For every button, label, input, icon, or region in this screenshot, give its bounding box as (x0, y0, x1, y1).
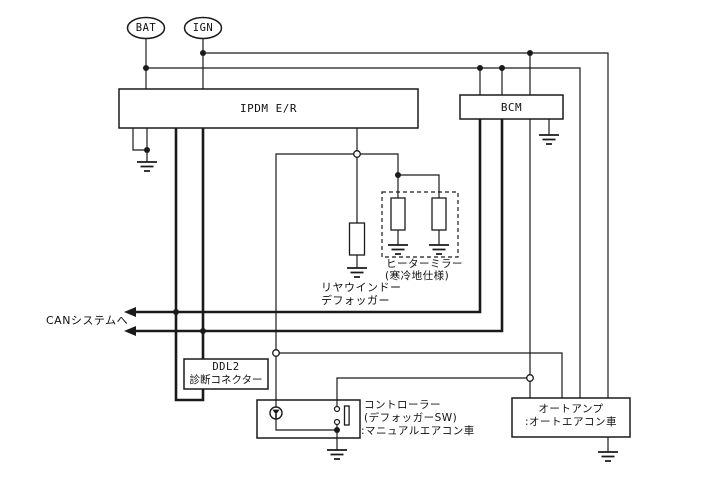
ddl2-sublabel: 診断コネクター (189, 374, 263, 386)
wire-can-arrow-1 (130, 119, 482, 314)
controller-label-2: (デフォッガーSW) (364, 412, 458, 424)
wire-heater-mirror-grounds (397, 230, 440, 245)
can-arrowhead (124, 326, 136, 336)
junction-dot (200, 50, 206, 56)
ddl2-label: DDL2 (212, 361, 240, 373)
heater-mirror-element-right (431, 197, 447, 231)
can-system-label: CANシステムへ (46, 314, 129, 327)
ground-symbol (327, 449, 347, 460)
heater-mirror-dashed-outline (381, 191, 459, 258)
can-arrowhead (124, 307, 136, 317)
can-bus-wires (130, 119, 504, 402)
wire-defogger-branch (275, 153, 399, 353)
junction-dot (144, 147, 150, 153)
indicator-lamp-icon (269, 406, 283, 420)
junction-dot (200, 328, 206, 334)
can-arrowheads (124, 307, 136, 336)
bcm-box (459, 94, 564, 120)
wire-ipdm-ground (132, 128, 148, 162)
ddl2-box (183, 358, 269, 390)
heater-mirror-label-1: ヒーターミラー (386, 258, 463, 270)
wire-can-arrow-2 (130, 119, 504, 333)
junction-dot (143, 65, 149, 71)
junction-dot (334, 427, 340, 433)
connector-circle (526, 374, 534, 382)
switch-contact-top (333, 405, 341, 413)
ipdm-er-label: IPDM E/R (240, 102, 297, 115)
heater-mirror-element-left (390, 197, 406, 231)
connector-circles (272, 150, 534, 382)
ground-symbol (598, 451, 618, 462)
bcm-label: BCM (500, 101, 523, 114)
rear-defogger-label-2: デフォッガー (321, 294, 390, 307)
wire-bat-feed (146, 67, 581, 398)
rear-defogger-element (348, 222, 366, 256)
wire-switch-to-autoamp (336, 377, 530, 400)
junction-dot (477, 65, 483, 71)
switch-contact-bottom (333, 418, 341, 426)
bat-oval (126, 16, 166, 40)
ign-oval (183, 16, 223, 40)
ground-symbol (429, 244, 449, 255)
junction-dot (395, 172, 401, 178)
ground-symbol (137, 161, 157, 172)
connector-circle (272, 349, 280, 357)
ground-symbol (347, 267, 367, 278)
wire-lamp-bottom (275, 419, 337, 431)
auto-amp-label-2: :オートエアコン車 (524, 416, 618, 428)
ground-symbols (137, 134, 618, 462)
ipdm-er-box (118, 88, 419, 129)
junction-dot (499, 65, 505, 71)
heater-mirror-label-2: (寒冷地仕様) (385, 270, 450, 282)
connector-circle (353, 150, 361, 158)
auto-amp-label-1: オートアンプ (538, 403, 604, 415)
ign-label: IGN (192, 22, 214, 34)
ground-symbol (539, 134, 559, 145)
wire-heater-mirror-branch (398, 174, 440, 198)
junction-dot (173, 309, 179, 315)
defogger-switch-bar (343, 405, 350, 426)
bat-label: BAT (135, 22, 157, 34)
ground-symbol (388, 244, 408, 255)
junction-dots (143, 50, 533, 433)
rear-defogger-label-1: リヤウインドー (321, 281, 402, 294)
wire-lamp-to-autoamp (276, 352, 563, 398)
wire-can-ipdm-loop (174, 128, 205, 402)
controller-label-3: :マニュアルエアコン車 (361, 425, 475, 437)
controller-label-1: コントローラー (364, 399, 441, 411)
auto-amp-box (511, 397, 631, 438)
module-boxes (118, 88, 631, 439)
wire-bcm-supply-pins (479, 53, 531, 95)
junction-dot (527, 50, 533, 56)
wire-ign-feed (203, 52, 609, 398)
load-elements (343, 197, 447, 426)
